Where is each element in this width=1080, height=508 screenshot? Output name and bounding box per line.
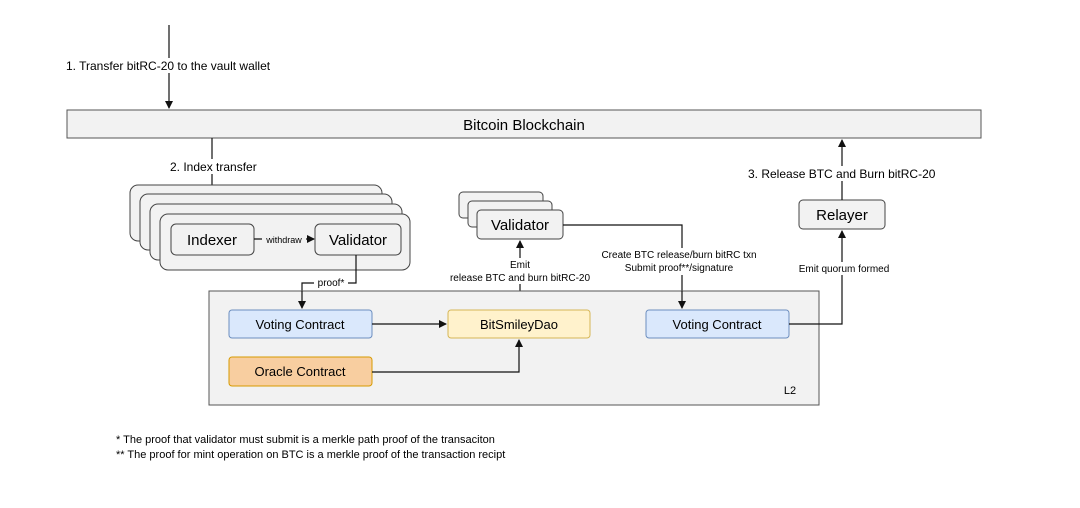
step-index-label: 2. Index transfer bbox=[170, 160, 257, 174]
bitsmiley-dao-label: BitSmileyDao bbox=[480, 317, 558, 332]
mid-validator-label: Validator bbox=[491, 217, 549, 234]
l2-container bbox=[208, 290, 820, 406]
footnote-single: * The proof that validator must submit i… bbox=[116, 434, 495, 446]
withdraw-label-bg bbox=[262, 233, 306, 245]
emit-label-bg bbox=[443, 258, 596, 284]
index-label-bg bbox=[168, 159, 260, 174]
quorum-label-bg bbox=[794, 262, 894, 275]
validator-box-left bbox=[314, 223, 402, 256]
indexer-label: Indexer bbox=[187, 232, 237, 249]
validator-left-label: Validator bbox=[329, 232, 387, 249]
txn-label-line2: Submit proof**/signature bbox=[625, 263, 734, 274]
emit-label-line2: release BTC and burn bitRC-20 bbox=[450, 273, 591, 284]
bitcoin-blockchain-label: Bitcoin Blockchain bbox=[463, 117, 585, 134]
release-label-bg bbox=[746, 166, 942, 181]
bitsmiley-dao bbox=[447, 309, 591, 339]
arrow-submit-proof bbox=[563, 224, 686, 309]
oracle-contract-label: Oracle Contract bbox=[254, 364, 345, 379]
proof-label: proof* bbox=[318, 278, 345, 289]
txn-label-bg bbox=[596, 248, 762, 275]
arrow-oracle-to-dao bbox=[372, 339, 523, 373]
transfer-label-bg bbox=[64, 58, 278, 73]
voting-contract-right-label: Voting Contract bbox=[673, 317, 762, 332]
proof-label-bg bbox=[314, 276, 348, 288]
quorum-label: Emit quorum formed bbox=[799, 264, 890, 275]
l2-label: L2 bbox=[784, 385, 796, 397]
relayer-label: Relayer bbox=[816, 207, 868, 224]
step-transfer-label: 1. Transfer bitRC-20 to the vault wallet bbox=[66, 59, 271, 73]
txn-label-line1: Create BTC release/burn bitRC txn bbox=[601, 250, 756, 261]
voting-contract-left-label: Voting Contract bbox=[256, 317, 345, 332]
footnote-double: ** The proof for mint operation on BTC i… bbox=[116, 449, 505, 461]
bitcoin-blockchain-bar bbox=[66, 109, 982, 139]
emit-label-line1: Emit bbox=[510, 260, 530, 271]
withdraw-label: withdraw bbox=[265, 235, 302, 245]
step-release-label: 3. Release BTC and Burn bitRC-20 bbox=[748, 167, 936, 181]
